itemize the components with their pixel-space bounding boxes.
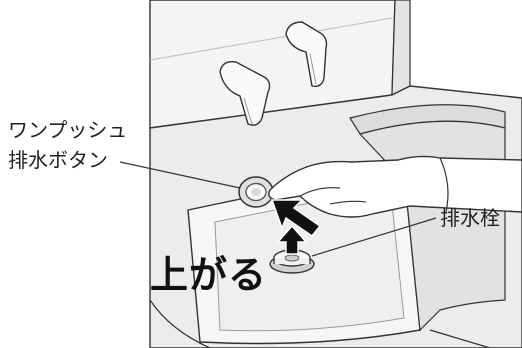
drain-button-label: 排水ボタン [8,150,108,170]
push-button-icon [239,177,273,207]
rises-caption: 上がる [150,256,267,294]
drain-stopper-label: 排水栓 [440,208,500,228]
one-push-label: ワンプッシュ [8,120,127,140]
